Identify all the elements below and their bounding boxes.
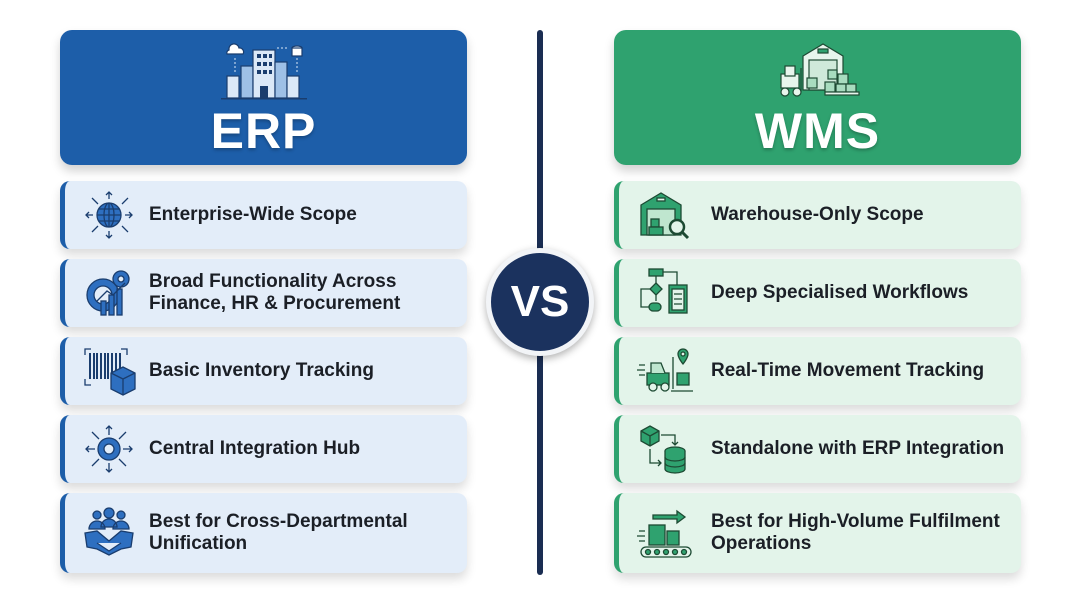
wms-item-label: Real-Time Movement Tracking <box>711 360 985 381</box>
erp-item-label: Enterprise-Wide Scope <box>149 204 357 225</box>
wms-item-warehouse-scope: Warehouse-Only Scope <box>614 181 1021 249</box>
erp-item-label: Basic Inventory Tracking <box>149 360 374 381</box>
warehouse-forklift-icon <box>779 43 860 97</box>
wms-item-specialised-workflows: Deep Specialised Workflows <box>614 259 1021 327</box>
erp-item-basic-inventory: Basic Inventory Tracking <box>60 337 467 405</box>
box-database-icon <box>640 425 686 474</box>
gear-chart-icon <box>86 270 130 316</box>
wms-item-label: Warehouse-Only Scope <box>711 204 924 225</box>
wms-item-standalone-integration: Standalone with ERP Integration <box>614 415 1021 483</box>
wms-item-label: Deep Specialised Workflows <box>711 282 969 303</box>
globe-arrows-icon <box>85 191 133 239</box>
city-buildings-icon <box>220 43 307 100</box>
wms-item-label: Best for High-Volume Fulfilment Operatio… <box>711 511 1000 554</box>
wms-item-realtime-tracking: Real-Time Movement Tracking <box>614 337 1021 405</box>
erp-item-enterprise-scope: Enterprise-Wide Scope <box>60 181 467 249</box>
erp-item-label: Best for Cross-Departmental Unification <box>149 511 408 554</box>
wms-header: WMS <box>614 30 1021 165</box>
team-handshake-icon <box>84 507 134 556</box>
flowchart-clipboard-icon <box>640 268 688 314</box>
erp-item-broad-functionality: Broad Functionality Across Finance, HR &… <box>60 259 467 327</box>
conveyor-boxes-icon <box>637 509 692 558</box>
erp-header: ERP <box>60 30 467 165</box>
erp-item-label: Central Integration Hub <box>149 438 361 459</box>
barcode-box-icon <box>84 348 136 396</box>
wms-item-high-volume: Best for High-Volume Fulfilment Operatio… <box>614 493 1021 573</box>
erp-item-label: Broad Functionality Across Finance, HR &… <box>149 271 401 314</box>
wms-item-label: Standalone with ERP Integration <box>711 438 1005 459</box>
erp-item-cross-departmental: Best for Cross-Departmental Unification <box>60 493 467 573</box>
vs-badge: VS <box>486 248 594 356</box>
erp-item-integration-hub: Central Integration Hub <box>60 415 467 483</box>
hub-arrows-icon <box>85 425 133 473</box>
erp-title: ERP <box>210 103 317 159</box>
wms-title: WMS <box>754 103 881 159</box>
warehouse-search-icon <box>640 192 690 240</box>
forklift-pin-icon <box>637 348 693 392</box>
